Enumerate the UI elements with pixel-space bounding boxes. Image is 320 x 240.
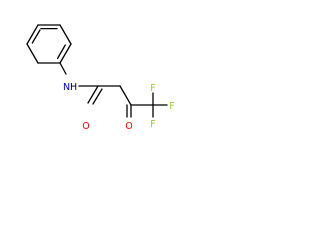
chain-bonds (59, 62, 168, 118)
atom-label-f1: F (150, 83, 155, 94)
aromatic-double-bond (56, 44, 66, 60)
bond-ch2-c-ketone (119, 85, 132, 106)
bond-ring-n (59, 62, 67, 75)
bond (59, 24, 72, 45)
bond (26, 24, 39, 45)
phenyl-ring (26, 24, 72, 64)
atom-label-n: N (63, 82, 70, 93)
bond (26, 43, 39, 64)
structure-diagram: N H O O F F F (26, 24, 175, 132)
bond-c-amide-o-double (92, 88, 103, 105)
bond-c-amide-o (87, 85, 99, 104)
atom-label-h: H (70, 82, 77, 93)
atom-label-f2: F (169, 101, 174, 112)
bond (59, 43, 72, 64)
aromatic-double-bond (31, 29, 41, 44)
atom-label-o-amide: O (82, 121, 89, 132)
atom-label-o-ketone: O (125, 121, 132, 132)
atom-label-f3: F (150, 119, 155, 130)
